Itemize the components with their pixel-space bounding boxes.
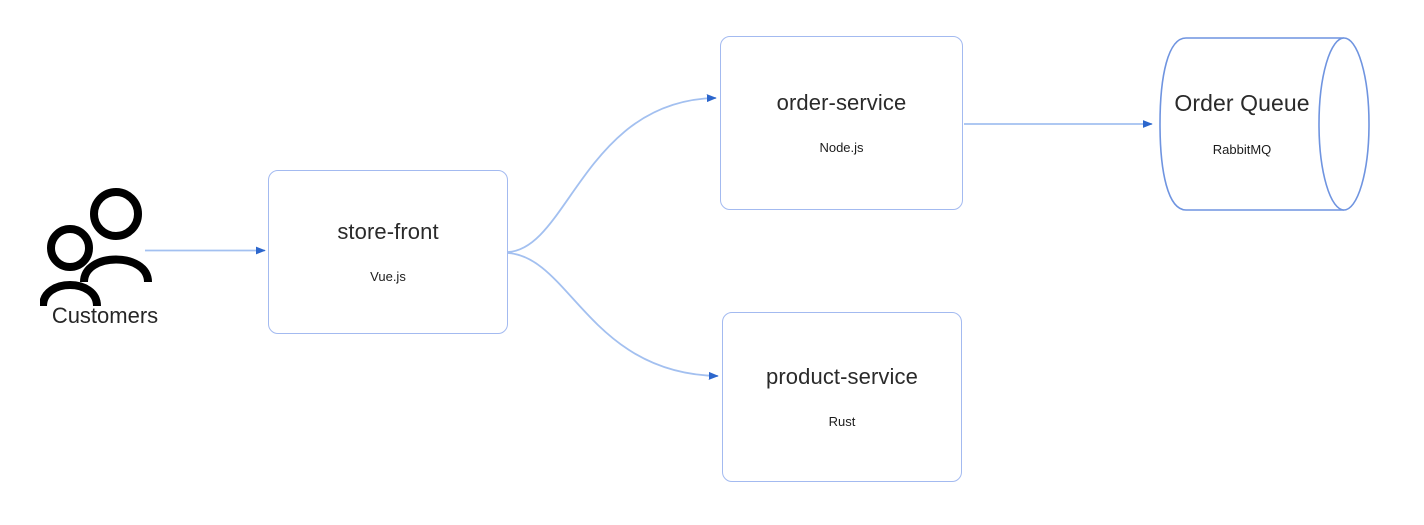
edge-store-front-to-product-service: [507, 252, 719, 380]
node-subtitle: Node.js: [819, 139, 864, 155]
node-store-front[interactable]: store-front Vue.js: [268, 170, 508, 334]
order-queue-cylinder-shape: [1159, 37, 1370, 211]
node-title: product-service: [766, 364, 918, 390]
actor-label: Customers: [51, 303, 159, 328]
actor-customers[interactable]: Customers: [39, 188, 170, 333]
two-people-icon: [39, 188, 152, 307]
node-title: Order Queue: [1174, 90, 1310, 117]
node-order-queue[interactable]: Order Queue RabbitMQ: [1160, 36, 1368, 212]
edge-store-front-to-order-service: [507, 94, 717, 253]
node-subtitle: Rust: [828, 413, 856, 429]
node-title: store-front: [337, 219, 439, 245]
node-subtitle: RabbitMQ: [1212, 141, 1272, 157]
node-title: order-service: [776, 90, 907, 116]
node-product-service[interactable]: product-service Rust: [722, 312, 962, 482]
node-order-service[interactable]: order-service Node.js: [720, 36, 963, 210]
node-subtitle: Vue.js: [370, 268, 406, 284]
